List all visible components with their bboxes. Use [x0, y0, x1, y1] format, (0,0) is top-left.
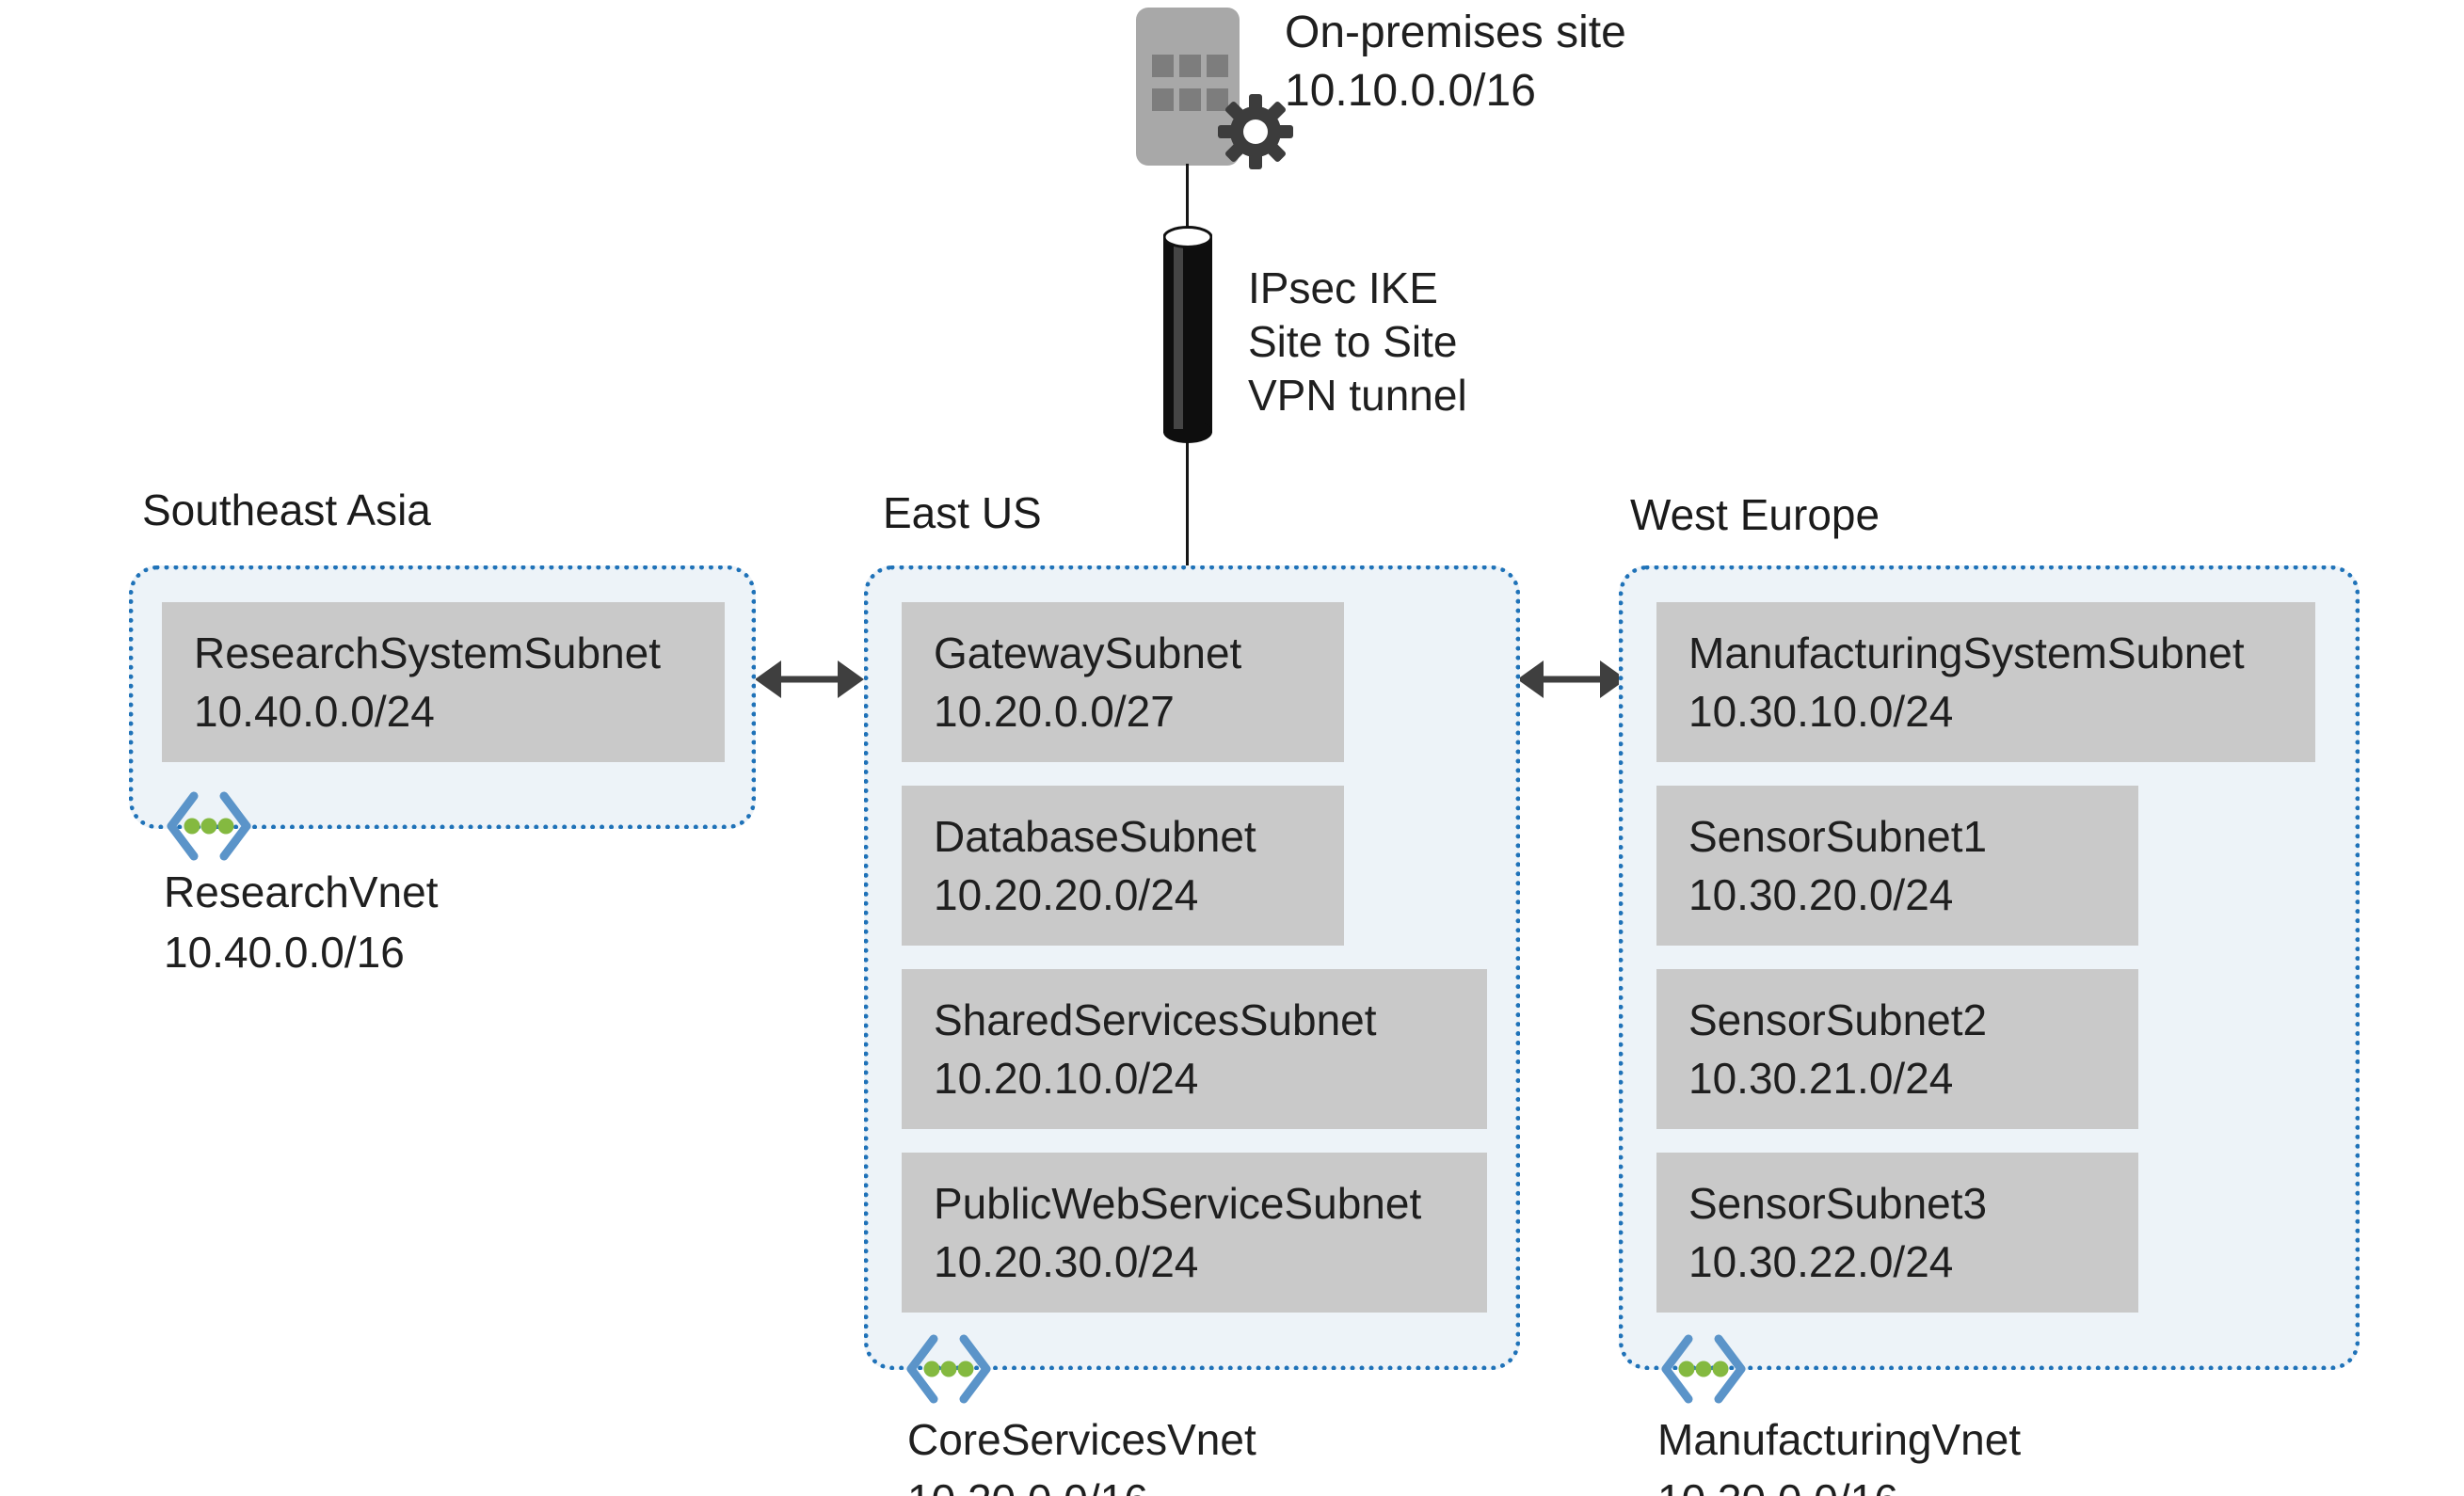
vnet-cidr: 10.40.0.0/16 — [164, 928, 405, 977]
vpn-tunnel-label-line3: VPN tunnel — [1248, 371, 1467, 420]
subnet-sensorsubnet1: SensorSubnet1 10.30.20.0/24 — [1656, 786, 2138, 946]
vnet-name: ManufacturingVnet — [1657, 1415, 2022, 1464]
vnet-icon — [167, 791, 251, 861]
subnet-cidr: 10.20.30.0/24 — [934, 1237, 1199, 1286]
on-premises-label: On-premises site 10.10.0.0/16 — [1285, 4, 1626, 120]
building-window — [1179, 55, 1201, 77]
on-premises-cidr: 10.10.0.0/16 — [1285, 66, 1536, 116]
subnet-name: SensorSubnet2 — [1688, 995, 1988, 1044]
vpn-tunnel-icon — [1163, 226, 1212, 443]
subnet-name: ResearchSystemSubnet — [194, 629, 662, 677]
subnet-name: SharedServicesSubnet — [934, 995, 1377, 1044]
subnet-publicwebservicesubnet: PublicWebServiceSubnet 10.20.30.0/24 — [902, 1153, 1487, 1313]
vnet-name: ResearchVnet — [164, 867, 439, 916]
subnet-cidr: 10.20.10.0/24 — [934, 1054, 1199, 1103]
subnet-cidr: 10.20.0.0/27 — [934, 687, 1175, 736]
subnet-sharedservicessubnet: SharedServicesSubnet 10.20.10.0/24 — [902, 969, 1487, 1129]
vnet-icon — [906, 1334, 991, 1404]
vpn-tunnel-label-line2: Site to Site — [1248, 317, 1458, 366]
subnet-name: GatewaySubnet — [934, 629, 1242, 677]
building-window — [1179, 88, 1201, 111]
peering-arrow-icon — [755, 660, 864, 698]
peering-arrow-icon — [1517, 660, 1626, 698]
building-window — [1207, 88, 1228, 111]
region-label-west-europe: West Europe — [1630, 490, 1880, 539]
on-premises-title: On-premises site — [1285, 8, 1626, 57]
vnet-label-researchvnet: ResearchVnet 10.40.0.0/16 — [164, 862, 439, 982]
subnet-cidr: 10.30.10.0/24 — [1688, 687, 1954, 736]
vnet-cidr: 10.20.0.0/16 — [907, 1470, 1256, 1496]
building-icon — [1136, 8, 1240, 166]
subnet-cidr: 10.40.0.0/24 — [194, 687, 435, 736]
subnet-name: SensorSubnet3 — [1688, 1179, 1988, 1228]
vnet-name: CoreServicesVnet — [907, 1415, 1256, 1464]
building-window — [1207, 55, 1228, 77]
subnet-sensorsubnet3: SensorSubnet3 10.30.22.0/24 — [1656, 1153, 2138, 1313]
region-label-east-us: East US — [883, 488, 1042, 537]
region-label-southeast-asia: Southeast Asia — [142, 485, 431, 534]
subnet-cidr: 10.30.21.0/24 — [1688, 1054, 1954, 1103]
subnet-name: PublicWebServiceSubnet — [934, 1179, 1422, 1228]
vpn-tunnel-label-line1: IPsec IKE — [1248, 263, 1438, 312]
subnet-cidr: 10.20.20.0/24 — [934, 870, 1199, 919]
vnet-icon — [1661, 1334, 1746, 1404]
gear-icon — [1218, 94, 1293, 169]
subnet-name: ManufacturingSystemSubnet — [1688, 629, 2245, 677]
vnet-cidr: 10.30.0.0/16 — [1657, 1470, 2021, 1496]
subnet-name: DatabaseSubnet — [934, 812, 1256, 861]
subnet-manufacturingsystemsubnet: ManufacturingSystemSubnet 10.30.10.0/24 — [1656, 602, 2315, 762]
subnet-sensorsubnet2: SensorSubnet2 10.30.21.0/24 — [1656, 969, 2138, 1129]
subnet-databasesubnet: DatabaseSubnet 10.20.20.0/24 — [902, 786, 1344, 946]
vnet-label-coreservicesvnet: CoreServicesVnet 10.20.0.0/16 — [907, 1409, 1256, 1496]
subnet-researchsystemsubnet: ResearchSystemSubnet 10.40.0.0/24 — [162, 602, 725, 762]
vpn-tunnel-label: IPsec IKE Site to Site VPN tunnel — [1248, 262, 1467, 422]
subnet-gatewaysubnet: GatewaySubnet 10.20.0.0/27 — [902, 602, 1344, 762]
subnet-cidr: 10.30.22.0/24 — [1688, 1237, 1954, 1286]
vnet-label-manufacturingvnet: ManufacturingVnet 10.30.0.0/16 — [1657, 1409, 2021, 1496]
subnet-name: SensorSubnet1 — [1688, 812, 1988, 861]
building-window — [1152, 55, 1174, 77]
subnet-cidr: 10.30.20.0/24 — [1688, 870, 1954, 919]
building-window — [1152, 88, 1174, 111]
